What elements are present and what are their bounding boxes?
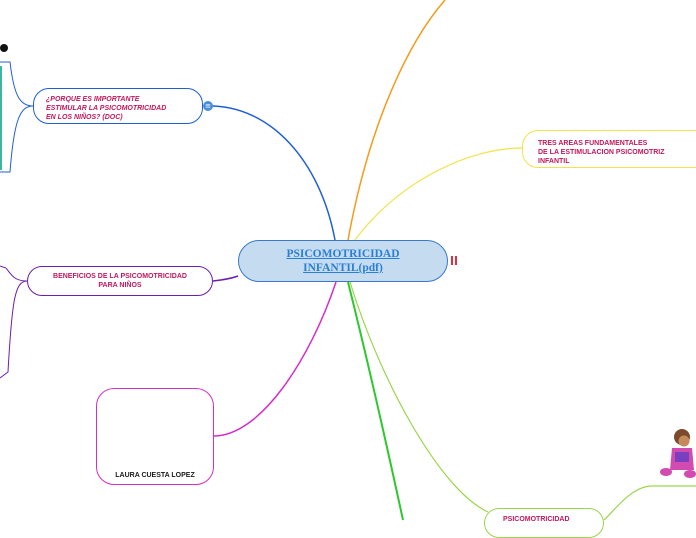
central-topic[interactable]: PSICOMOTRICIDAD INFANTIL(pdf) (238, 240, 448, 282)
node-tres-areas[interactable]: TRES AREAS FUNDAMENTALES DE LA ESTIMULAC… (522, 130, 696, 168)
edge-central-to-topright (348, 0, 445, 240)
node-beneficios[interactable]: BENEFICIOS DE LA PSICOMOTRICIDAD PARA NI… (27, 266, 213, 296)
edge-central-to-beneficios (213, 276, 238, 281)
node-porque-label: ¿PORQUE ES IMPORTANTE ESTIMULAR LA PSICO… (46, 95, 202, 122)
node-psicomotricidad-lower[interactable]: PSICOMOTRICIDAD (484, 508, 604, 538)
edge-beneficios-children (0, 266, 27, 281)
node-tres-areas-label: TRES AREAS FUNDAMENTALES DE LA ESTIMULAC… (538, 139, 696, 166)
node-laura-label: LAURA CUESTA LOPEZ (97, 471, 213, 480)
edge-central-to-psico2 (350, 282, 488, 512)
edge-central-to-porque (210, 106, 335, 240)
edge-psico2-children (604, 486, 696, 520)
node-porque-importante[interactable]: ¿PORQUE ES IMPORTANTE ESTIMULAR LA PSICO… (33, 88, 203, 124)
edge-porque-children-2 (0, 106, 33, 172)
central-topic-title[interactable]: PSICOMOTRICIDAD INFANTIL(pdf) (286, 247, 399, 275)
child-reading-illustration (660, 429, 696, 478)
topleft-dot-icon[interactable] (0, 44, 8, 52)
node-laura-cuesta[interactable]: LAURA CUESTA LOPEZ (96, 388, 214, 485)
edge-central-to-bottom (348, 282, 403, 520)
edge-beneficios-children-2 (0, 281, 27, 378)
document-link-icon[interactable]: ≡ (203, 101, 213, 111)
pause-icon[interactable] (451, 256, 459, 266)
edge-porque-children (0, 62, 33, 106)
node-beneficios-label: BENEFICIOS DE LA PSICOMOTRICIDAD PARA NI… (53, 272, 187, 290)
porque-child-bar (0, 66, 2, 170)
edge-central-to-laura (214, 282, 336, 436)
edge-central-to-tres (355, 148, 522, 240)
